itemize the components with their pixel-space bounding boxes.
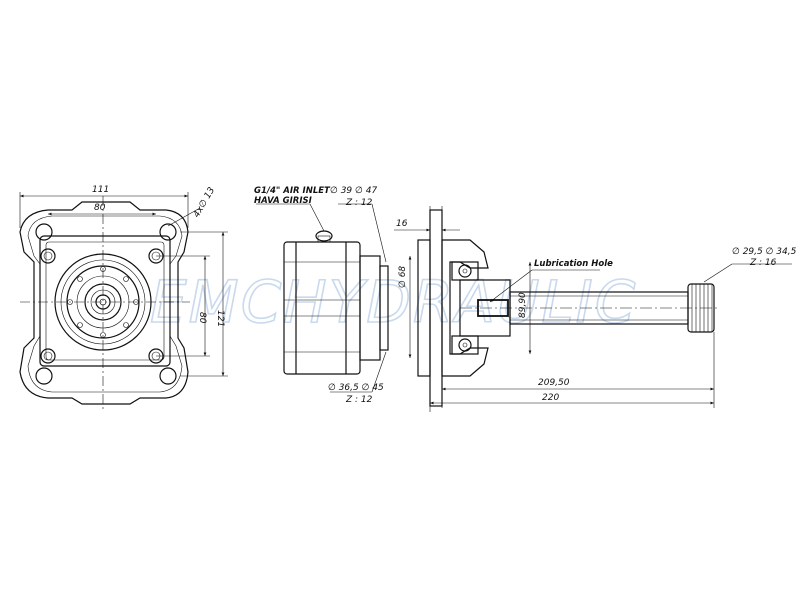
front-flange-outline: [19, 201, 189, 405]
shaft-spline-dims: ∅ 29,5 ∅ 34,5: [732, 247, 797, 257]
dim-hole: 4x∅ 13: [192, 186, 217, 220]
dim-height-outer: 121: [215, 310, 225, 327]
dim-inner: 89,90: [518, 292, 528, 318]
dim-height-bolt: 80: [197, 312, 207, 324]
spline-bottom-teeth: Z : 12: [345, 395, 373, 405]
side-view: G1/4" AIR INLET HAVA GIRISI ∅ 39 ∅ 47 Z …: [254, 186, 389, 405]
shaft-spline-teeth: Z : 16: [749, 258, 777, 268]
front-body-square: [39, 235, 171, 367]
dim-width-outer: 111: [92, 185, 109, 195]
lubrication-label: Lubrication Hole: [534, 259, 613, 269]
dim-len-short: 209,50: [538, 378, 570, 388]
spline-bottom-dims: ∅ 36,5 ∅ 45: [328, 383, 384, 393]
section-view: 16 ∅ 68 89,90 Lubrication Hole ∅ 29,5 ∅ …: [394, 206, 797, 412]
section-housing: [441, 239, 489, 377]
dim-len-total: 220: [542, 393, 559, 403]
dim-width-bolt: 80: [94, 203, 106, 213]
shaft-spline: [687, 283, 715, 333]
spline-top-teeth: Z : 12: [345, 198, 373, 208]
watermark: EMCHYDRAULIC: [150, 268, 637, 336]
air-inlet-label-tr: HAVA GIRISI: [254, 196, 312, 206]
spline-top-dims: ∅ 39 ∅ 47: [330, 186, 377, 196]
air-inlet-label: G1/4" AIR INLET: [254, 186, 331, 196]
dim-bore: ∅ 68: [398, 266, 408, 288]
dim-flange: 16: [396, 219, 408, 229]
front-view: 111 80 4x∅ 13 80 121: [19, 185, 228, 412]
